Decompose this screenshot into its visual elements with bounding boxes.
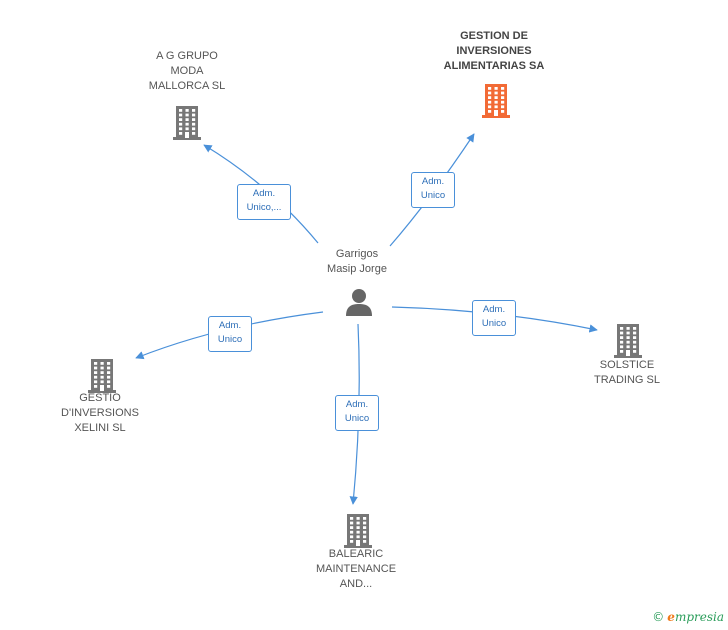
center-person-name-line: Masip Jorge [327, 263, 387, 275]
company-name-balearic[interactable]: BALEARIC MAINTENANCE AND... [296, 547, 416, 592]
company-name-agrupo-line: MODA [170, 65, 204, 77]
company-name-gestio-line: XELINI SL [74, 422, 126, 434]
brand-initial: e [667, 610, 675, 624]
company-name-balearic-line: AND... [339, 578, 373, 590]
edge-label-line: Unico [420, 190, 446, 201]
edge-label-line: Unico [217, 334, 243, 345]
edge-label-gestion[interactable]: Adm. Unico [411, 172, 455, 208]
center-person-name-line: Garrigos [335, 248, 379, 260]
edge-label-gestio[interactable]: Adm. Unico [208, 316, 252, 352]
edge-label-line: Adm. [345, 399, 369, 410]
company-name-solstice-line: TRADING SL [593, 374, 660, 386]
edge-label-solstice[interactable]: Adm. Unico [472, 300, 516, 336]
edge-label-line: Adm. [218, 320, 242, 331]
empresia-footer[interactable]: ©empresia [652, 610, 724, 624]
company-name-solstice-line: SOLSTICE [599, 359, 655, 371]
edge-label-line: Unico [481, 318, 507, 329]
company-name-balearic-line: BALEARIC [328, 548, 384, 560]
company-name-gestion-line: INVERSIONES [456, 45, 532, 57]
company-name-gestio[interactable]: GESTIO D'INVERSIONS XELINI SL [40, 391, 160, 436]
edge-label-line: Unico,... [246, 202, 282, 213]
company-name-solstice[interactable]: SOLSTICE TRADING SL [567, 358, 687, 388]
company-name-gestion-line: GESTION DE [460, 30, 528, 42]
building-icon[interactable] [613, 324, 643, 363]
building-icon[interactable] [172, 106, 202, 145]
building-icon[interactable] [481, 84, 511, 123]
company-name-gestio-line: GESTIO [79, 392, 121, 404]
brand-name: mpresia [674, 610, 724, 624]
person-icon[interactable] [344, 287, 374, 322]
company-name-agrupo-line: A G GRUPO [156, 50, 218, 62]
edge-label-line: Adm. [482, 304, 506, 315]
edge-label-line: Unico [344, 413, 370, 424]
edge-label-agrupo[interactable]: Adm. Unico,... [237, 184, 291, 220]
building-icon[interactable] [343, 514, 373, 553]
company-name-gestion-line: ALIMENTARIAS SA [443, 60, 545, 72]
company-name-agrupo[interactable]: A G GRUPO MODA MALLORCA SL [127, 49, 247, 94]
edge-label-line: Adm. [252, 188, 276, 199]
company-name-balearic-line: MAINTENANCE [315, 563, 397, 575]
company-name-agrupo-line: MALLORCA SL [148, 80, 226, 92]
company-name-gestion[interactable]: GESTION DE INVERSIONES ALIMENTARIAS SA [424, 29, 564, 74]
building-icon[interactable] [87, 359, 117, 398]
copyright-symbol: © [652, 610, 665, 624]
company-name-gestio-line: D'INVERSIONS [61, 407, 139, 419]
edge-label-balearic[interactable]: Adm. Unico [335, 395, 379, 431]
edge-label-line: Adm. [421, 176, 445, 187]
